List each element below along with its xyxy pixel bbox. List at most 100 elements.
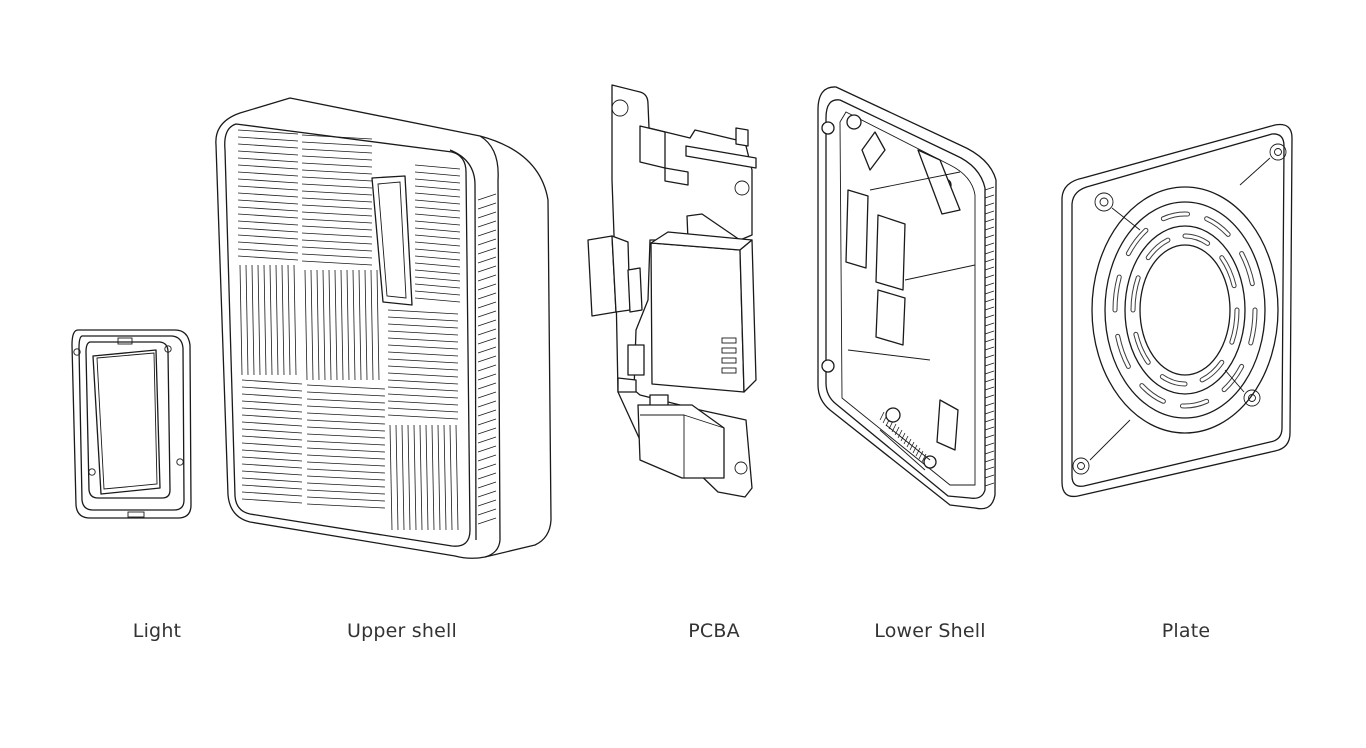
plate-ring-slots (1112, 211, 1258, 409)
hatch-line (241, 491, 303, 497)
hatch-line (241, 400, 303, 406)
hatch-line (316, 269, 320, 381)
hatch-line (304, 269, 308, 381)
hatch-line (915, 447, 921, 457)
hatch-line (984, 194, 995, 199)
hatch-line (306, 405, 386, 411)
hatch-line (237, 164, 299, 170)
hatch-line (984, 282, 995, 287)
hatch-line (387, 386, 459, 392)
hatch-line (477, 229, 497, 237)
hatch-line (241, 421, 303, 427)
hatch-line (301, 183, 373, 189)
hatch-line (477, 310, 497, 318)
hatch-line (414, 220, 461, 226)
hatch-line (301, 155, 373, 161)
hatch-line (414, 262, 461, 268)
hatch-line (301, 162, 373, 168)
hatch-line (241, 470, 303, 476)
plate-slot (1116, 334, 1130, 368)
hatch-line (903, 435, 909, 445)
hatch-line (984, 434, 995, 439)
hatch-line (984, 266, 995, 271)
hatch-line (387, 400, 459, 406)
hatch-line (241, 498, 303, 504)
hatch-line (387, 379, 459, 385)
hatch-line (984, 474, 995, 479)
hatch-line (425, 424, 429, 531)
hatch-line (984, 186, 995, 191)
hatch-line (245, 264, 249, 376)
hatch-line (376, 269, 380, 381)
hatch-line (477, 220, 497, 228)
hatch-line (984, 242, 995, 247)
hatch-line (477, 247, 497, 255)
hatch-line (477, 202, 497, 210)
hatch-line (984, 346, 995, 351)
hatch-line (449, 424, 453, 531)
hatch-line (477, 346, 497, 354)
hatch-line (477, 490, 497, 498)
hatch-line (477, 256, 497, 264)
hatch-line (984, 402, 995, 407)
plate-slot (1222, 364, 1244, 392)
hatch-line (414, 192, 461, 198)
hatch-line (984, 378, 995, 383)
hatch-line (894, 426, 900, 436)
hatch-line (413, 424, 417, 531)
hatch-line (477, 391, 497, 399)
hatch-line (414, 164, 461, 170)
hatch-line (477, 292, 497, 300)
hatch-line (414, 185, 461, 191)
hatch-line (387, 372, 459, 378)
hatch-line (241, 484, 303, 490)
hatch-line (387, 316, 459, 322)
plate-component (1061, 123, 1293, 498)
hatch-line (477, 463, 497, 471)
hatch-line (293, 264, 297, 376)
hatch-line (301, 211, 373, 217)
hatch-line (237, 206, 299, 212)
hatch-line (387, 337, 459, 343)
hatch-line (306, 468, 386, 474)
hatch-line (241, 477, 303, 483)
plate-slot (1180, 399, 1209, 408)
label-upper-shell: Upper shell (347, 620, 457, 642)
hatch-line (477, 499, 497, 507)
hatch-line (984, 482, 995, 487)
hatch-line (275, 264, 279, 376)
hatch-line (237, 213, 299, 219)
hatch-line (306, 454, 386, 460)
hatch-line (477, 301, 497, 309)
hatch-line (306, 398, 386, 404)
hatch-line (984, 202, 995, 207)
hatch-line (387, 323, 459, 329)
hatch-line (984, 362, 995, 367)
hatch-line (879, 411, 885, 421)
hatch-line (477, 355, 497, 363)
hatch-line (237, 136, 299, 142)
hatch-line (237, 255, 299, 261)
plate-slot (1220, 256, 1236, 288)
plate-slot (1131, 276, 1140, 312)
hatch-line (301, 169, 373, 175)
hatch-line (477, 508, 497, 516)
hatch-line (301, 197, 373, 203)
hatch-line (237, 185, 299, 191)
hatch-line (431, 424, 435, 531)
hatch-line (984, 258, 995, 263)
hatch-line (301, 190, 373, 196)
upper-shell-vent-slats (237, 129, 497, 531)
hatch-line (414, 297, 461, 303)
hatch-line (281, 264, 285, 376)
hatch-line (984, 234, 995, 239)
hatch-line (414, 241, 461, 247)
hatch-line (984, 226, 995, 231)
lower-shell-edge-ribs (879, 186, 995, 487)
hatch-line (984, 314, 995, 319)
hatch-line (241, 393, 303, 399)
hatch-line (237, 150, 299, 156)
hatch-line (301, 134, 373, 140)
hatch-line (306, 496, 386, 502)
hatch-line (387, 344, 459, 350)
